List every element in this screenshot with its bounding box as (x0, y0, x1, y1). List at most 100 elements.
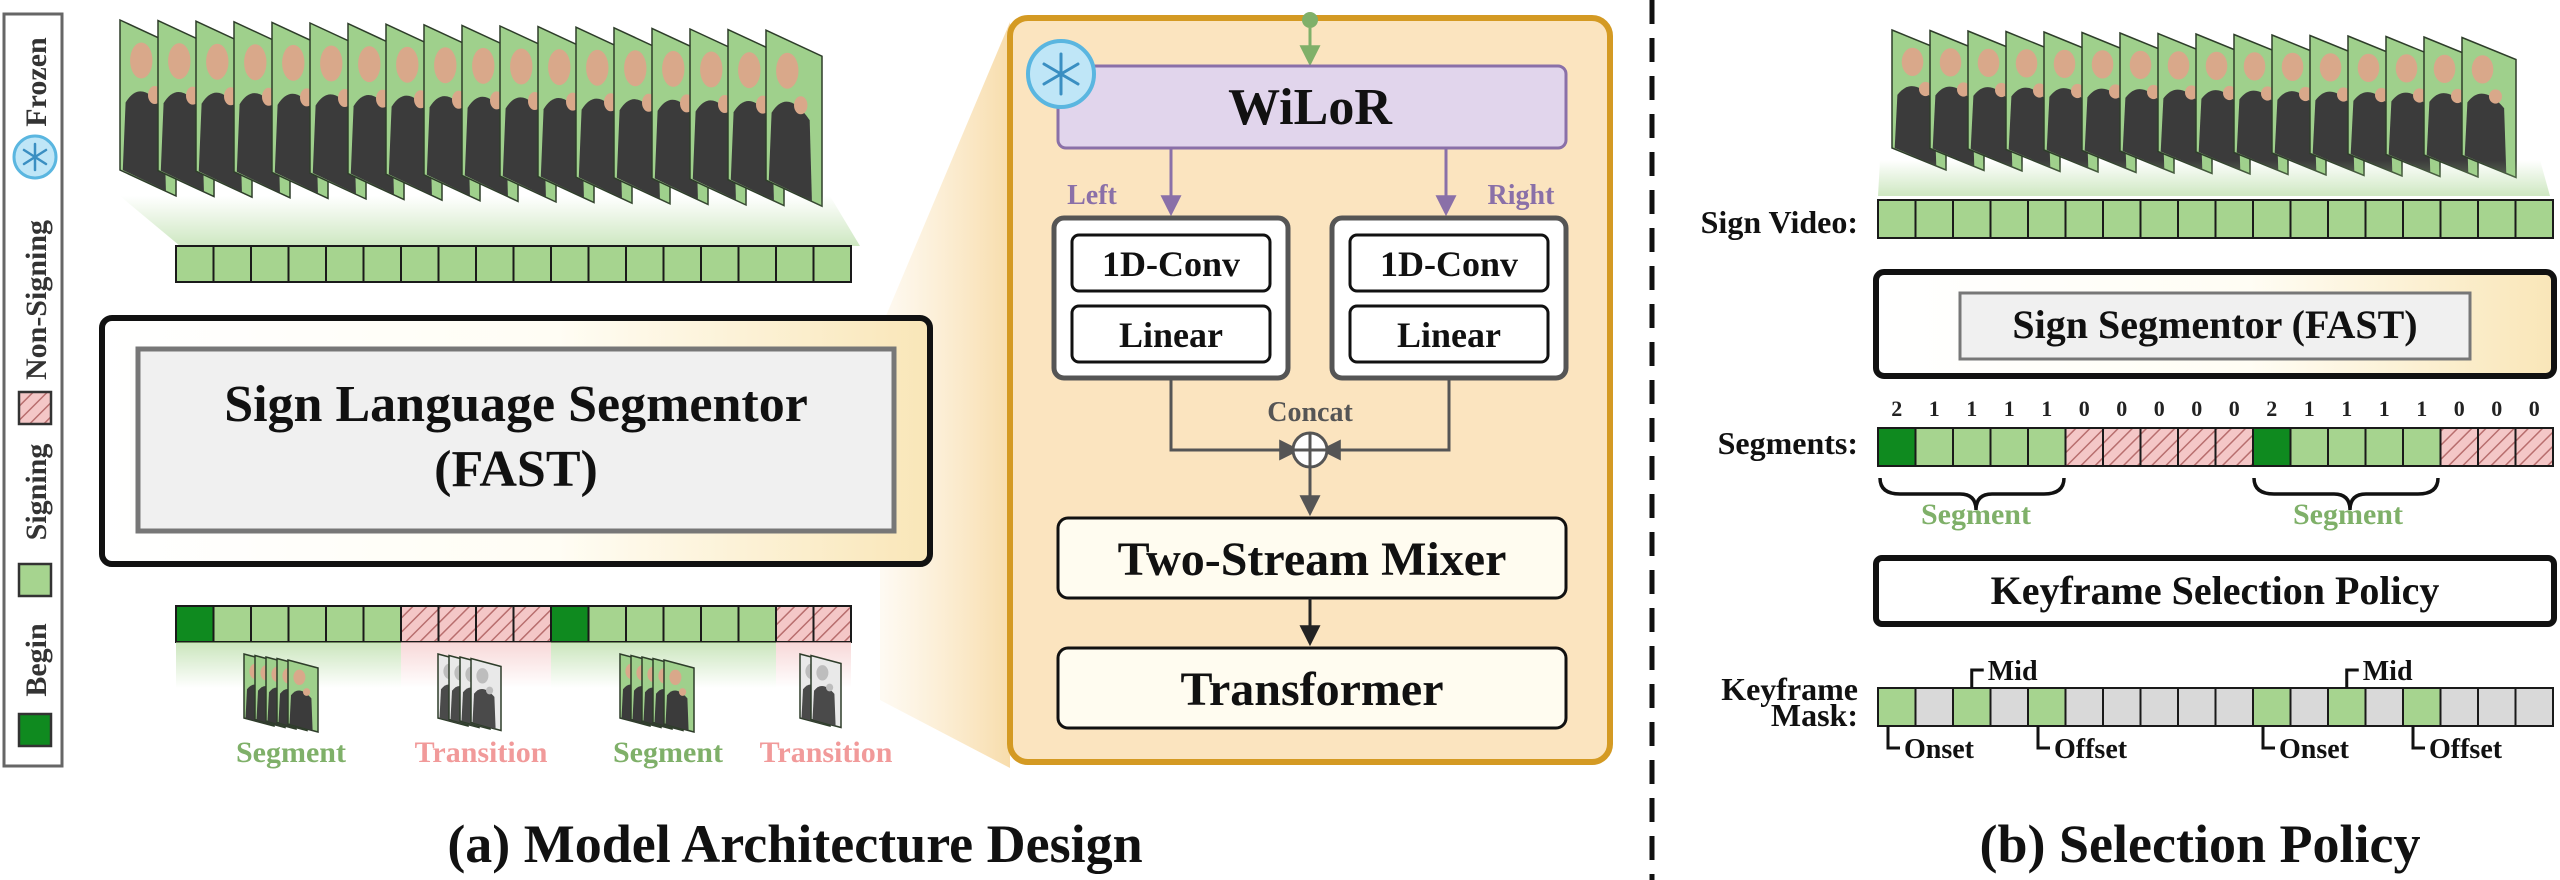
segment-brace-1 (1878, 477, 2066, 511)
segment-brace-label-1: Segment (1921, 498, 2031, 531)
snowflake-icon (1026, 39, 1096, 109)
clip-label-segment-2: Segment (613, 736, 723, 769)
legend-non-signing-label: Non-Signing (20, 220, 53, 380)
segment-cell (325, 605, 365, 643)
video-frame-stack (119, 18, 823, 208)
segment-cell (362, 605, 402, 643)
sign-video-cell (2402, 199, 2442, 239)
segments-strip (1877, 427, 2554, 467)
keyframe-mask-cell (1952, 687, 1992, 727)
keyframe-mask-cell (2027, 687, 2067, 727)
keyframe-label-line2: Mask: (1771, 697, 1858, 733)
feature-cell (475, 245, 515, 283)
segment-frame (663, 659, 695, 733)
edge-tag-line (2261, 726, 2275, 750)
segment-value-cell (2027, 427, 2067, 467)
segment-cell (550, 605, 590, 643)
sign-video-cell (2027, 199, 2067, 239)
segment-value: 0 (2491, 396, 2502, 421)
keyframe-mask-cell (2064, 687, 2104, 727)
sign-video-cell (2327, 199, 2367, 239)
transition-frame (470, 657, 502, 732)
mid-tag-label: Mid (2363, 656, 2413, 687)
segment-value: 1 (2341, 396, 2352, 421)
segment-value: 1 (1929, 396, 1940, 421)
keyframe-policy-label: Keyframe Selection Policy (1991, 568, 2440, 613)
segment-value: 0 (2116, 396, 2127, 421)
segmentor-title: Sign Language Segmentor (224, 376, 808, 433)
keyframe-mask-cell (2177, 687, 2217, 727)
edge-tag-label: Offset (2054, 734, 2128, 765)
segment-value-cell (2477, 427, 2517, 467)
segment-cell (662, 605, 702, 643)
keyframe-mask-strip (1877, 687, 2554, 727)
legend-signing-label: Signing (20, 444, 53, 541)
sign-video-cell (2289, 199, 2329, 239)
feature-cell (625, 245, 665, 283)
clip-label-transition-2: Transition (760, 736, 893, 769)
clip-groups (176, 642, 851, 733)
segment-value-cell (2402, 427, 2442, 467)
keyframe-mask-cell (2327, 687, 2367, 727)
feature-cell (775, 245, 815, 283)
segment-cell (512, 605, 552, 643)
segment-value: 1 (2304, 396, 2315, 421)
snowflake-icon (12, 134, 58, 180)
segment-value-cell (2289, 427, 2329, 467)
segment-value-cell (2139, 427, 2179, 467)
left-conv-block (1070, 233, 1272, 293)
mid-tag-label: Mid (1988, 656, 2038, 687)
left-linear-label: Linear (1119, 315, 1223, 355)
segmentor-inner (135, 346, 897, 534)
segments-label: Segments: (1718, 425, 1858, 461)
right-stream-label: Right (1488, 180, 1556, 211)
sign-video-label: Sign Video: (1701, 204, 1858, 240)
legend-signing-swatch (17, 562, 53, 598)
sign-video-cell (1952, 199, 1992, 239)
sign-video-cell (2102, 199, 2142, 239)
sign-video-cell (2177, 199, 2217, 239)
segment-cell (737, 605, 777, 643)
edge-tag-line (2411, 726, 2425, 750)
segment-value: 1 (2041, 396, 2052, 421)
feature-cell (662, 245, 702, 283)
caption-a: (a) Model Architecture Design (447, 814, 1142, 874)
feature-cell (700, 245, 740, 283)
right-to-concat (1319, 378, 1451, 461)
left-stream-label: Left (1067, 180, 1117, 211)
sign-video-cell (1914, 199, 1954, 239)
sign-video-frame-stack (1891, 28, 2517, 179)
feature-cell (325, 245, 365, 283)
segment-value-cell (2327, 427, 2367, 467)
transition-frame (810, 654, 842, 729)
segment-value-cell (1877, 427, 1917, 467)
segment-cell (700, 605, 740, 643)
segment-value: 0 (2229, 396, 2240, 421)
segment-value-cell (1914, 427, 1954, 467)
keyframe-mask-cell (1914, 687, 1954, 727)
segment-value-cell (2364, 427, 2404, 467)
sign-video-cell (2139, 199, 2179, 239)
keyframe-mask-cell (2214, 687, 2254, 727)
segment-value: 0 (2454, 396, 2465, 421)
sign-segmentor-inner (1958, 291, 2472, 361)
segment-value-cell (1952, 427, 1992, 467)
segment-cell (625, 605, 665, 643)
keyframe-mask-cell (1989, 687, 2029, 727)
segment-cell (250, 605, 290, 643)
transformer-block (1056, 646, 1568, 730)
segment-brace-label-2: Segment (2293, 498, 2403, 531)
legend-begin-label: Begin (20, 623, 53, 697)
segment-frame (287, 659, 319, 733)
keyframe-mask-cell (2402, 687, 2442, 727)
concat-plus-icon (1291, 431, 1329, 469)
segment-value-cell (2177, 427, 2217, 467)
zoom-cone (880, 22, 1010, 768)
segment-value-cell (2214, 427, 2254, 467)
segment-value-cell (2514, 427, 2554, 467)
sign-video-frame (2461, 36, 2517, 179)
segment-value: 0 (2079, 396, 2090, 421)
